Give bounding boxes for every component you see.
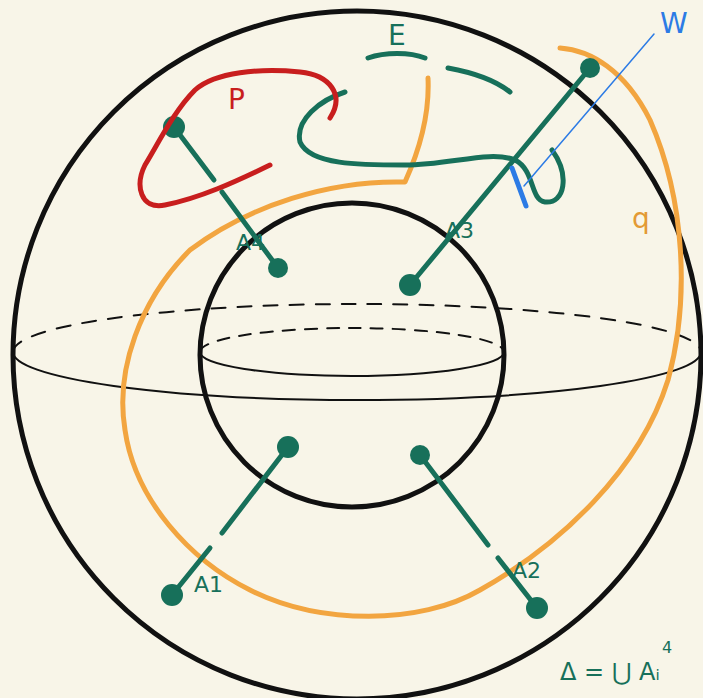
curve-label: P — [228, 86, 245, 114]
outer-equator-front — [13, 352, 701, 400]
formula-index: 4 — [662, 640, 672, 656]
curve-P — [140, 71, 336, 206]
arc-label: A3 — [445, 220, 474, 242]
arc-label: A2 — [512, 560, 541, 582]
arcs-A — [172, 68, 590, 608]
outer-equator-back — [13, 304, 701, 352]
curve-E-top — [448, 68, 510, 92]
outer-sphere — [13, 11, 701, 698]
curve-label: q — [632, 205, 650, 233]
inner-equator-front — [200, 352, 504, 376]
loop-q — [123, 48, 681, 616]
arc-endpoints — [161, 58, 600, 619]
inner-equator-back — [200, 328, 504, 352]
curve-E-top — [368, 54, 425, 59]
leader-line — [524, 34, 654, 186]
curve-label: E — [388, 22, 406, 50]
inner-sphere — [200, 203, 504, 507]
formula-label: Δ = ⋃ Aᵢ — [560, 660, 660, 684]
arc-label: A1 — [194, 574, 223, 596]
segment-W — [512, 168, 526, 206]
arc-label: A4 — [236, 232, 265, 254]
curve-label: W — [660, 10, 688, 38]
